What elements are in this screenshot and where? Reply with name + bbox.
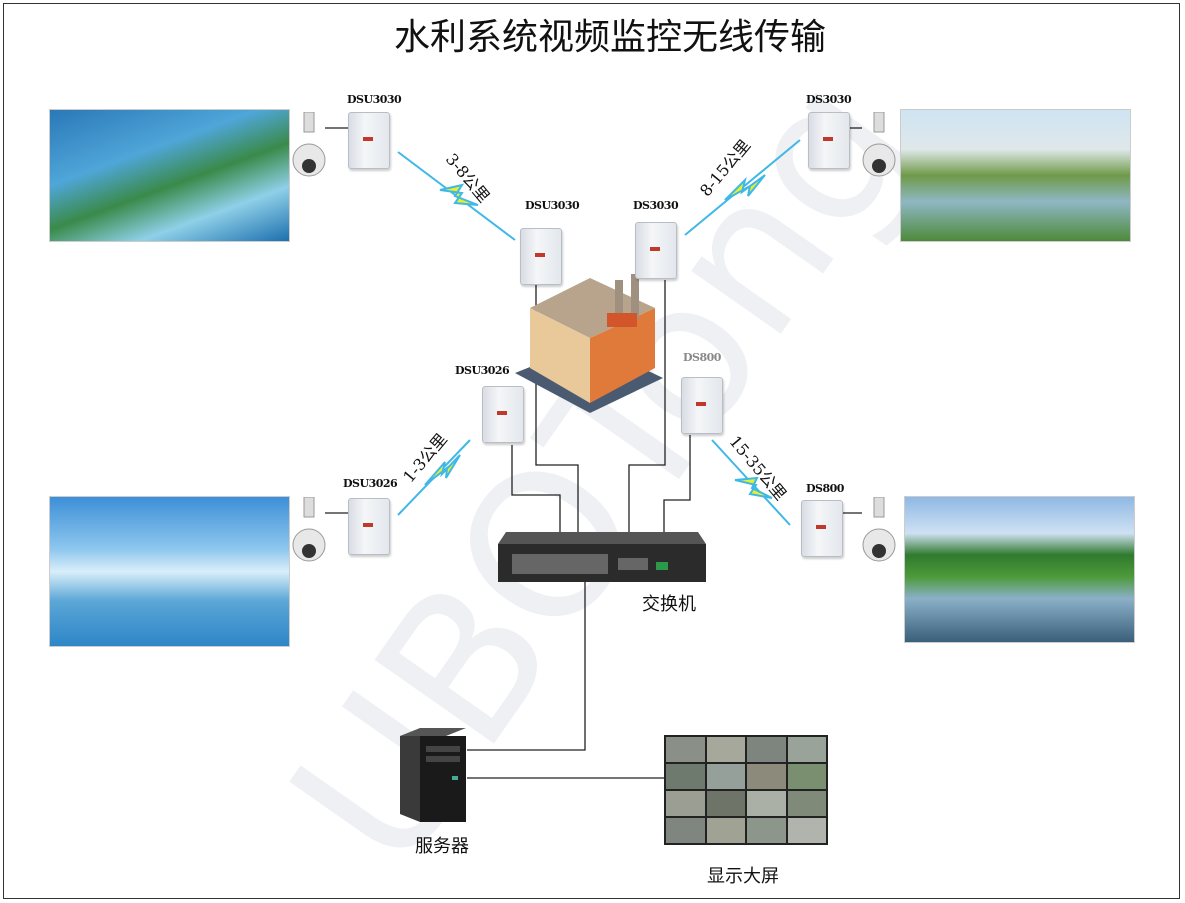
radio-top-left: [348, 112, 390, 169]
river-park-photo: [900, 109, 1131, 242]
device-label: DSU3030: [347, 93, 402, 106]
wire-ds3030-switch: [628, 280, 666, 535]
bolt-icon: [734, 476, 773, 499]
bolt-icon: [724, 174, 766, 201]
radio-bottom-left: [348, 498, 390, 555]
ptz-camera-icon: [862, 497, 896, 562]
video-wall-display: [664, 735, 828, 845]
device-label: DSU3030: [525, 199, 580, 212]
device-label: DSU3026: [455, 364, 510, 377]
server-icon: [400, 728, 466, 822]
wire-dsu3026-switch: [511, 445, 561, 535]
bolt-icon: [424, 454, 461, 486]
radio-mid-right: [681, 377, 723, 434]
ptz-camera-icon: [292, 497, 326, 562]
control-center-building: [515, 274, 663, 413]
server-label: 服务器: [415, 836, 469, 857]
wire-switch-server: [467, 582, 586, 751]
radio-top-right: [808, 112, 850, 169]
radio-bottom-right: [801, 500, 843, 557]
ptz-camera-icon: [292, 112, 326, 177]
wire-ds800-switch: [663, 435, 691, 535]
network-switch: [498, 532, 706, 582]
radio-center-left: [520, 228, 562, 285]
diagram-title: 水利系统视频监控无线传输: [393, 17, 826, 58]
diagram-border: [3, 3, 1180, 899]
device-label: DS800: [806, 482, 844, 495]
switch-label: 交换机: [642, 594, 696, 615]
radio-mid-left: [482, 386, 524, 443]
radio-center-right: [635, 222, 677, 279]
device-label: DSU3026: [343, 477, 398, 490]
ptz-camera-icon: [862, 112, 896, 177]
device-label: DS3030: [633, 199, 679, 212]
lake-forest-photo: [904, 496, 1135, 643]
device-label: DS800: [683, 351, 721, 364]
dam-photo: [49, 109, 290, 242]
bolt-icon: [439, 183, 479, 206]
screen-label: 显示大屏: [707, 866, 779, 887]
bridge-photo: [49, 496, 290, 647]
device-label: DS3030: [806, 93, 852, 106]
